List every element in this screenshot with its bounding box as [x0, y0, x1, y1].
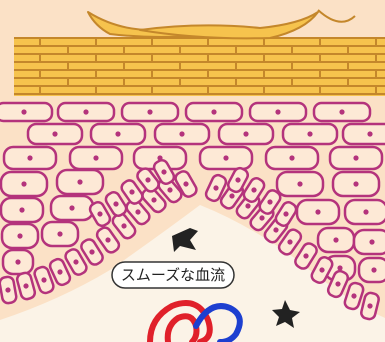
epidermis-cell: [345, 200, 385, 224]
epidermis-cell: [330, 147, 382, 169]
epidermis-cell: [3, 250, 33, 274]
epidermis-cell: [51, 196, 93, 220]
epidermis-cell: [186, 103, 242, 121]
epidermis-cell: [250, 103, 306, 121]
epidermis-cell: [318, 228, 354, 252]
epidermis-cell: [58, 103, 114, 121]
epidermis-cell: [4, 147, 56, 169]
epidermis-cell: [277, 172, 323, 196]
epidermis-cell: [57, 170, 103, 194]
epidermis-cell: [42, 222, 78, 246]
smooth-blood-flow-label: スムーズな血流: [112, 262, 234, 288]
stratum-corneum: [14, 38, 385, 96]
epidermis-cell: [2, 224, 38, 248]
epidermis-cell: [359, 258, 385, 282]
epidermis-cell: [1, 172, 47, 196]
epidermis-cell: [0, 103, 52, 121]
epidermis-cell: [333, 172, 379, 196]
epidermis-cell: [354, 230, 385, 254]
epidermis-cell: [200, 147, 252, 169]
epidermis-cell: [1, 198, 43, 222]
epidermis-cell: [219, 124, 273, 144]
epidermis-cell: [266, 147, 318, 169]
epidermis-cell: [70, 147, 122, 169]
epidermis-cell: [155, 124, 209, 144]
epidermis-cell: [283, 124, 337, 144]
smooth-blood-flow-text: スムーズな血流: [121, 266, 225, 284]
epidermis-cell: [343, 124, 385, 144]
epidermis-cell: [122, 103, 178, 121]
epidermis-cell: [91, 124, 145, 144]
epidermis-cell: [28, 124, 82, 144]
epidermis-cell: [314, 103, 370, 121]
epidermis-cell: [297, 200, 339, 224]
